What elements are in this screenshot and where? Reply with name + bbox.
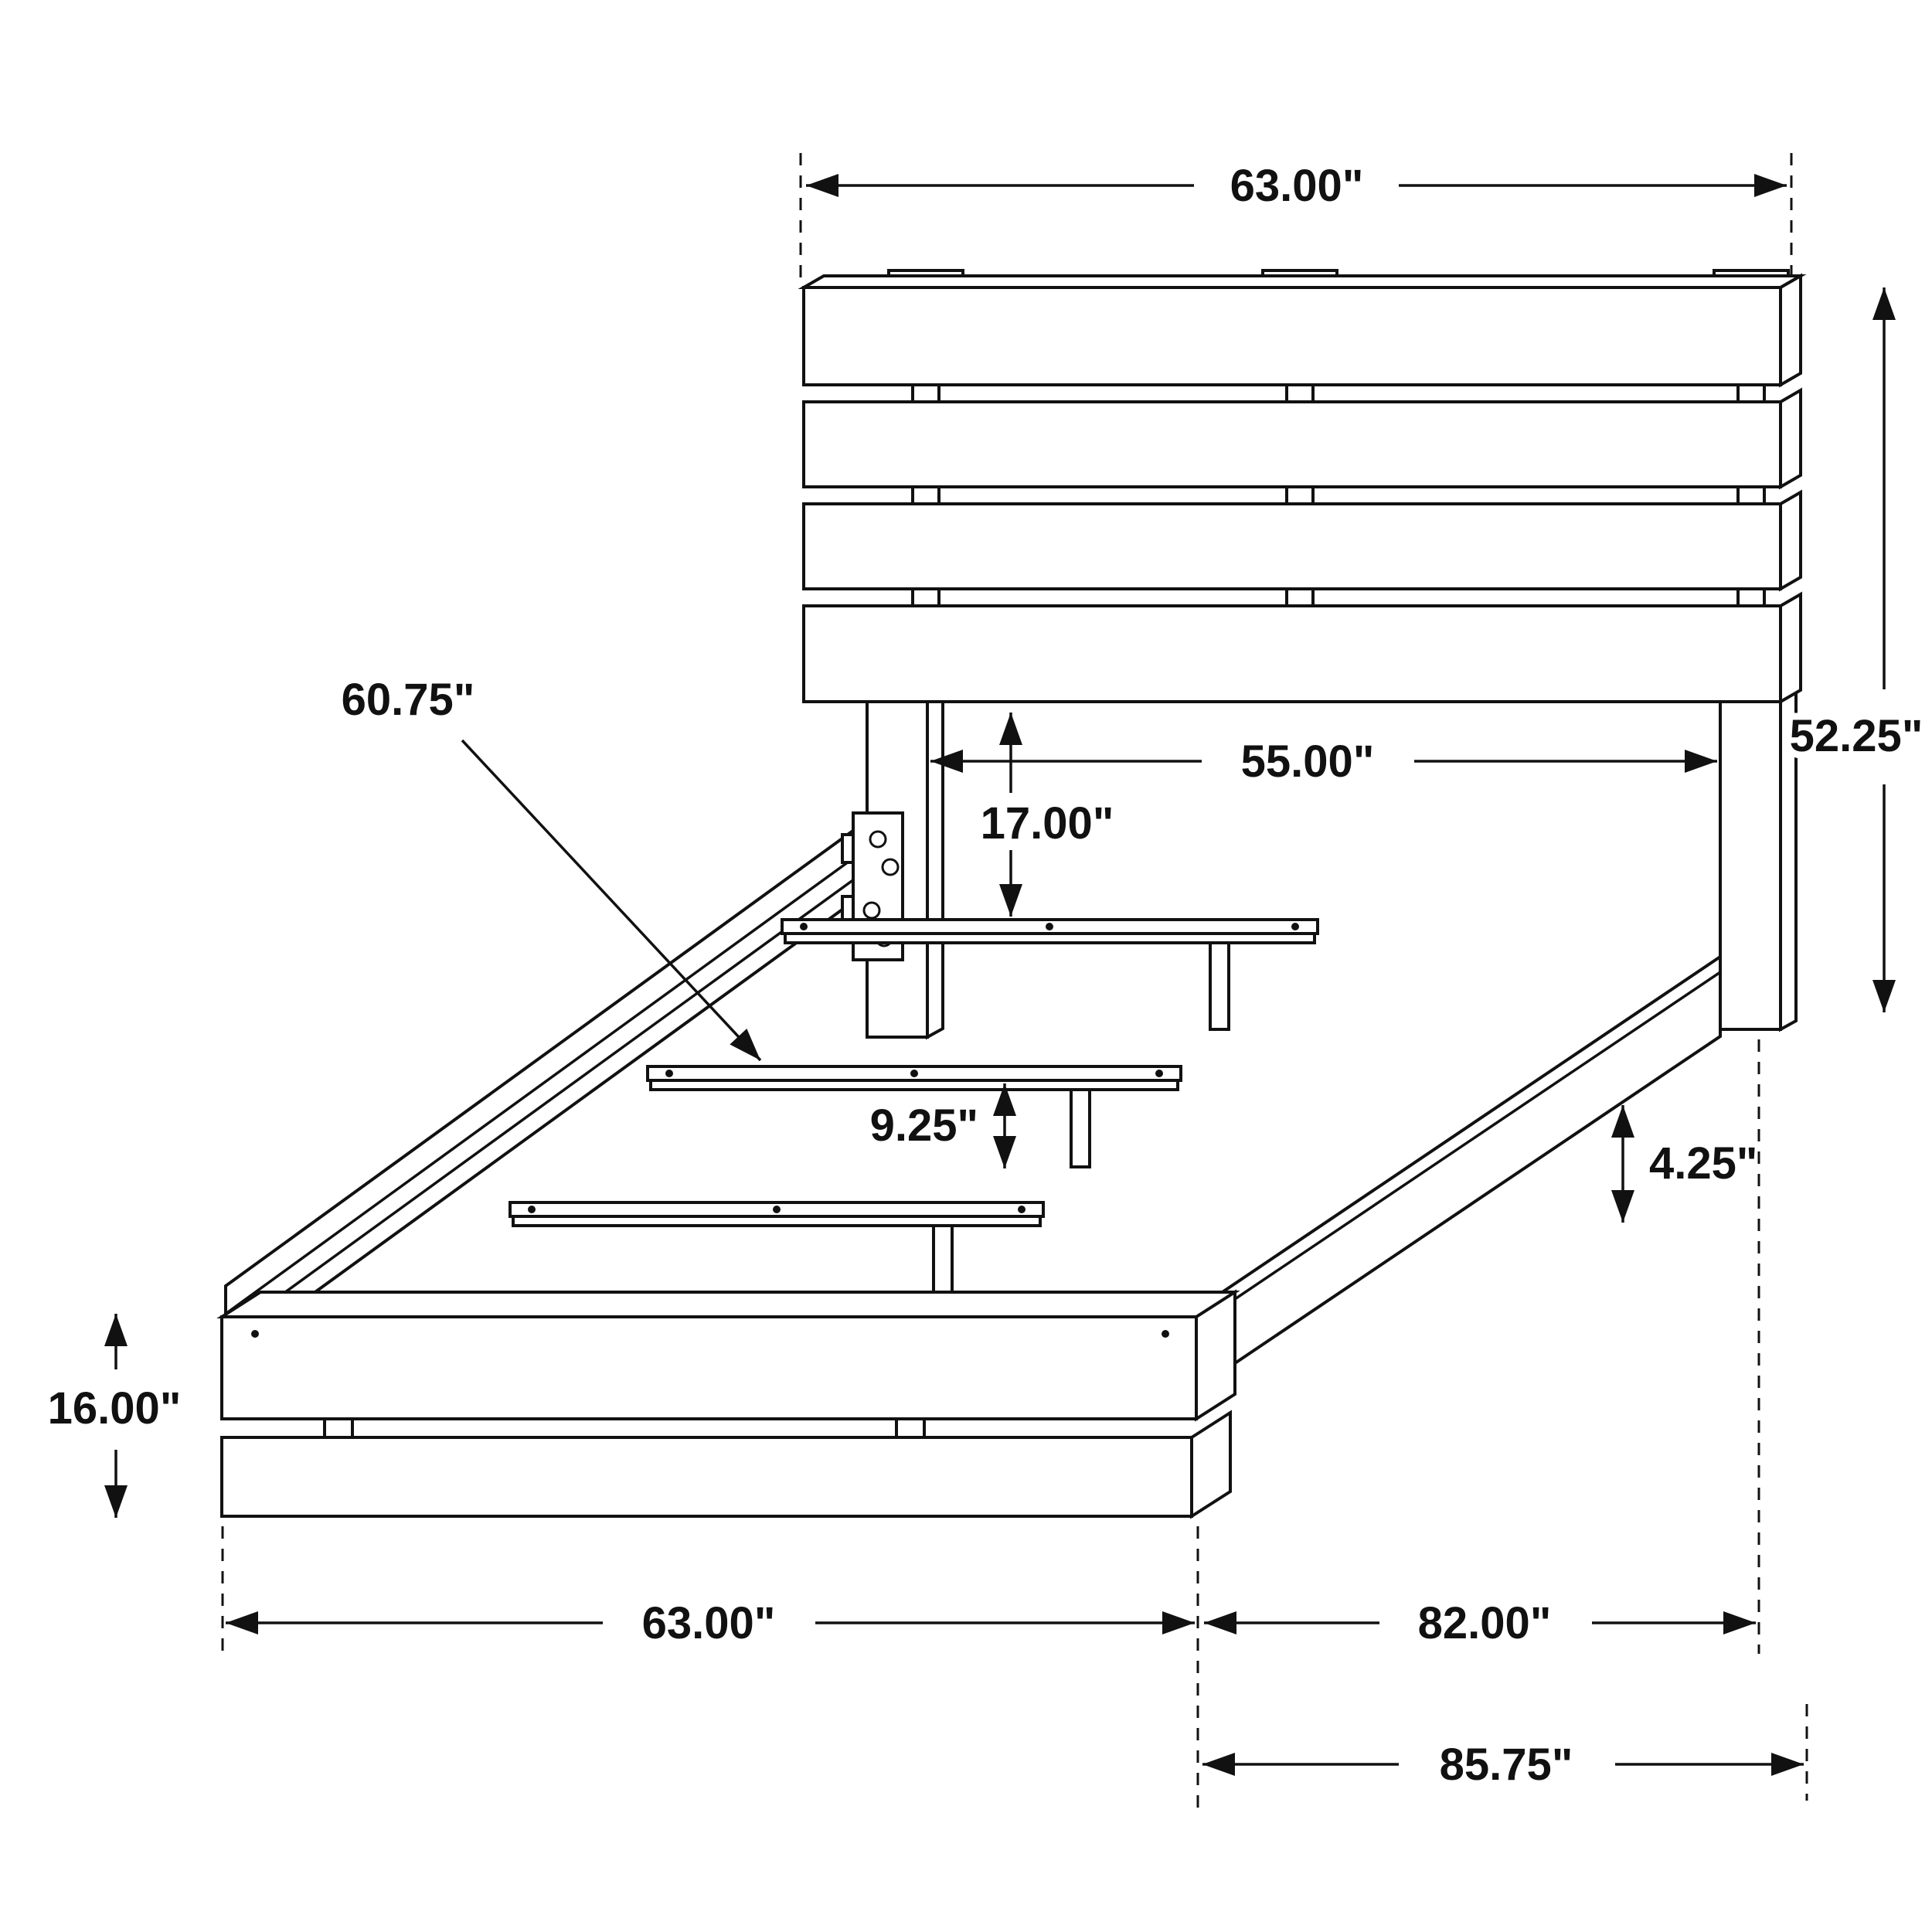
dim-slat-length-label: 60.75"	[342, 675, 475, 725]
footboard-plank-bottom	[220, 1436, 1193, 1518]
dim-footboard-height-label: 16.00"	[48, 1383, 182, 1434]
dim-headboard-to-slat: 17.00"	[974, 713, 1121, 917]
dim-inner-width: 55.00"	[930, 730, 1717, 794]
footboard-top-face	[216, 1291, 1240, 1318]
dim-slat-height: 9.25"	[863, 1083, 1016, 1168]
dim-headboard-height-label: 52.25"	[1790, 711, 1923, 761]
dim-inner-width-label: 55.00"	[1241, 736, 1375, 787]
bracket-screw	[869, 830, 887, 849]
footboard	[216, 1289, 1240, 1519]
headboard-plank-1	[798, 273, 1807, 388]
dim-headboard-to-slat-label: 17.00"	[981, 798, 1114, 849]
headboard	[798, 269, 1807, 705]
footboard-plank-top	[220, 1315, 1198, 1420]
footboard-spacer-left	[323, 1417, 354, 1439]
dim-footboard-height: 16.00"	[41, 1314, 188, 1518]
dim-overall-length-label: 85.75"	[1440, 1740, 1573, 1790]
near-side-rail	[1198, 954, 1722, 1390]
footboard-spacer-right	[895, 1417, 926, 1439]
dim-headboard-width-label: 63.00"	[1230, 161, 1364, 211]
headboard-plank-3	[802, 489, 1802, 592]
dim-footboard-width: 63.00"	[221, 1526, 1199, 1812]
headboard-plank-2	[802, 387, 1802, 490]
footboard-side-face-bottom	[1190, 1410, 1232, 1519]
dim-headboard-height: 52.25"	[1783, 287, 1930, 1012]
slat-2-support-leg	[1070, 1088, 1091, 1168]
slat-1-support-leg	[1209, 941, 1230, 1031]
bracket-screw	[862, 901, 881, 920]
dim-rail-clearance: 4.25"	[1611, 1105, 1764, 1223]
dim-headboard-width: 63.00"	[799, 153, 1793, 284]
headboard-plank-4	[802, 591, 1802, 705]
dim-frame-length: 82.00"	[1204, 1039, 1760, 1655]
dim-frame-length-label: 82.00"	[1418, 1598, 1552, 1648]
bracket-screw	[881, 858, 900, 876]
slat-1	[781, 918, 1319, 1031]
dim-overall-length: 85.75"	[1202, 1704, 1808, 1801]
dim-slat-length: 60.75"	[335, 668, 762, 1062]
dim-slat-height-label: 9.25"	[870, 1100, 978, 1151]
headboard-right-leg	[1719, 689, 1798, 1032]
dim-rail-clearance-label: 4.25"	[1649, 1138, 1757, 1189]
dim-footboard-width-label: 63.00"	[642, 1598, 776, 1648]
slat-2	[646, 1065, 1182, 1168]
slat-3	[509, 1201, 1045, 1308]
